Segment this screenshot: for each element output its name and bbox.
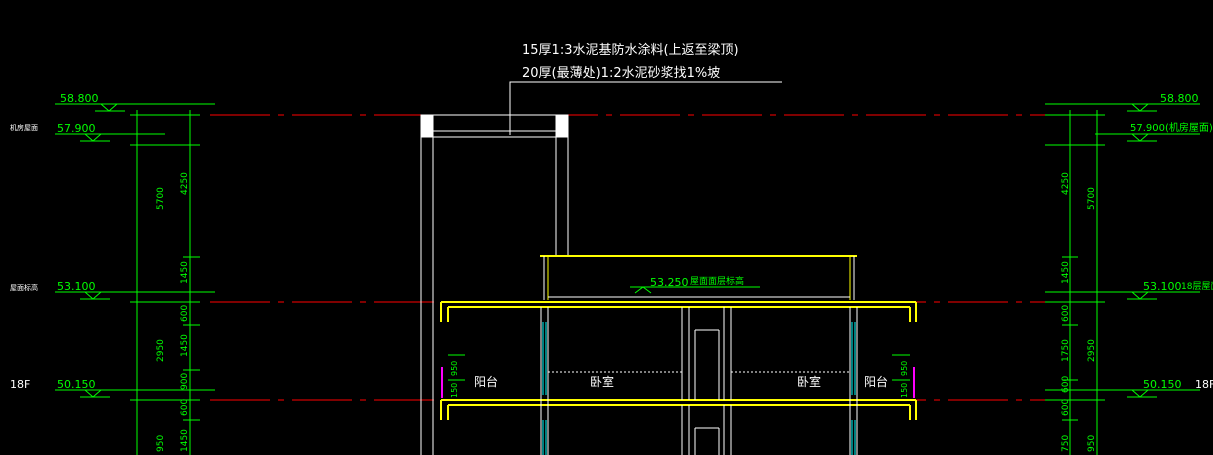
right-level-50150: 50.150 [1143,378,1182,391]
note-line-1: 15厚1:3水泥基防水涂料(上返至梁顶) [522,42,739,58]
right-dim-600-c: 600 [1061,399,1071,416]
roof-level-marker: 53.250 屋面面层标高 [630,275,760,294]
right-dim-2950: 2950 [1087,339,1097,362]
machine-room [420,114,569,455]
left-level-markers [55,103,215,398]
right-dim-1450: 1450 [1061,261,1071,284]
left-dim-2950: 2950 [156,339,166,362]
rail-left-150: 150 [450,383,459,398]
roof-level-53250: 53.250 [650,276,689,289]
rail-right-150: 150 [900,383,909,398]
rail-dims [448,354,910,381]
left-level-labels: 58.800 57.900 53.100 50.150 [57,92,99,391]
left-level-50150: 50.150 [57,378,96,391]
left-level-53100: 53.100 [57,280,96,293]
right-dim-600-b: 600 [1061,376,1071,393]
room-labels: 阳台 卧室 卧室 阳台 [474,374,888,389]
rail-left-950: 950 [450,361,459,376]
right-dimension-lines [1045,110,1105,455]
left-tag-18f: 18F [10,378,30,391]
machine-room-column-right [555,114,569,138]
left-level-57900: 57.900 [57,122,96,135]
glazing [542,322,856,455]
left-dimension-lines [130,110,200,455]
room-bedroom-right: 卧室 [797,374,821,389]
left-dim-1450-c: 1450 [180,429,190,452]
right-tag-18f: 18F [1195,378,1213,391]
roof-level-caption: 屋面面层标高 [690,275,744,287]
left-dim-950: 950 [156,435,166,452]
right-level-markers [1045,103,1200,398]
right-dim-950: 950 [1087,435,1097,452]
right-level-18-roof: 18层屋面 [1181,281,1213,292]
left-level-triangle-2 [84,133,102,142]
room-bedroom-left: 卧室 [590,374,614,389]
room-balcony-left: 阳台 [474,374,498,389]
left-level-58800: 58.800 [60,92,99,105]
right-dim-1750: 1750 [1061,339,1071,362]
right-level-57900: 57.900(机房屋面) [1130,121,1213,134]
left-tag-roof: 屋面标高 [10,283,38,292]
left-dim-600-a: 600 [180,305,190,322]
right-level-58800: 58.800 [1160,92,1199,105]
note-line-2: 20厚(最薄处)1:2水泥砂浆找1%坡 [522,66,720,81]
floor-slabs [440,301,917,420]
machine-room-column-left [420,114,434,138]
right-dim-5700: 5700 [1087,187,1097,210]
right-dim-4250: 4250 [1061,172,1071,195]
waterproof-note: 15厚1:3水泥基防水涂料(上返至梁顶) 20厚(最薄处)1:2水泥砂浆找1%坡 [509,42,782,135]
right-dim-750: 750 [1061,435,1071,452]
right-dimension-texts: 4250 1450 600 1750 600 600 750 5700 2950… [1061,172,1097,452]
left-floor-tags: 机房屋面 屋面标高 [10,123,38,292]
left-dim-1450-b: 1450 [180,334,190,357]
roof-parapet [540,255,857,300]
right-level-53100: 53.100 [1143,280,1182,293]
left-dim-600-b: 600 [180,399,190,416]
left-level-triangle-4 [84,389,102,398]
right-level-labels: 58.800 57.900(机房屋面) 53.100 18层屋面 50.150 [1130,92,1213,391]
left-dim-900: 900 [180,373,190,390]
rail-right-950: 950 [900,361,909,376]
left-dimension-texts: 5700 2950 950 4250 1450 600 1450 900 600… [156,172,190,452]
left-dim-5700: 5700 [156,187,166,210]
left-dim-1450-a: 1450 [180,261,190,284]
left-level-triangle-3 [84,291,102,300]
room-balcony-right: 阳台 [864,374,888,389]
left-tag-machine-roof: 机房屋面 [10,123,38,132]
balcony-rails [441,367,915,398]
note-leader [509,81,782,135]
left-level-triangle-1 [100,103,118,112]
level-axis-lines [210,114,1050,401]
interior-walls [540,307,858,455]
left-dim-4250: 4250 [180,172,190,195]
right-dim-600-a: 600 [1061,305,1071,322]
